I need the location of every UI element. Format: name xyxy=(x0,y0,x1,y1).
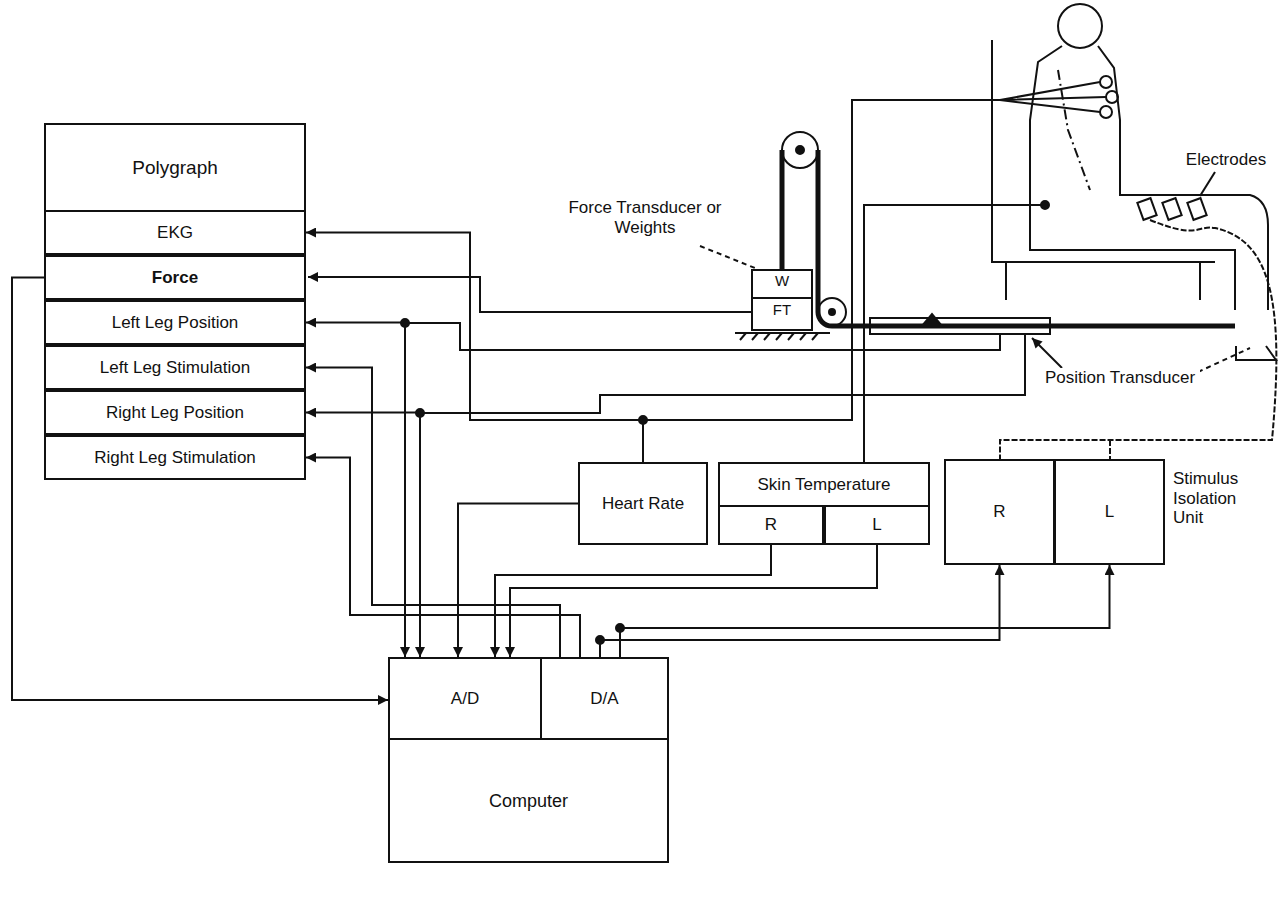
channel-box: R xyxy=(718,505,824,545)
channel-row: Left Leg Position xyxy=(44,300,306,345)
weight-label: W xyxy=(753,272,811,289)
force-leader xyxy=(700,246,755,268)
process-box: R L Skin Temperature xyxy=(718,462,930,545)
polygraph-box: EKG ForceLeft Leg PositionLeft Leg Stimul… xyxy=(44,123,306,480)
person-head xyxy=(1058,4,1102,48)
node-text: Polygraph xyxy=(132,157,218,179)
text-area: Polygraph xyxy=(46,125,304,210)
node-text: D/A xyxy=(590,689,618,709)
ekg-wire xyxy=(643,82,1106,420)
node-text: Right Leg Position xyxy=(106,403,244,423)
leg-electrode xyxy=(1137,198,1156,220)
node-text: L xyxy=(1105,502,1114,522)
transducer-leader xyxy=(1198,348,1250,372)
node-text: Heart Rate xyxy=(602,494,684,514)
stimulus-cable xyxy=(1000,220,1276,459)
person-body xyxy=(1030,46,1268,310)
computer-box: A/D D/A Computer xyxy=(388,657,669,863)
chair xyxy=(992,40,1215,300)
node-text: R xyxy=(765,515,777,535)
signal-wire xyxy=(306,323,405,658)
weight-divider xyxy=(752,297,812,299)
signal-wire xyxy=(306,413,420,658)
weight-box xyxy=(752,270,812,330)
text-area: Heart Rate xyxy=(580,464,706,543)
signal-wire xyxy=(306,458,580,658)
cable xyxy=(782,150,1235,326)
text-area: L xyxy=(1056,461,1163,563)
node-text: Left Leg Stimulation xyxy=(100,358,250,378)
signal-wire xyxy=(306,368,560,658)
pulley-axle xyxy=(829,309,835,315)
node-text: L xyxy=(872,515,881,535)
text-area: Skin Temperature xyxy=(720,464,928,505)
channel-row: Force xyxy=(44,255,306,300)
text-area: A/D xyxy=(390,659,540,738)
text-area: R xyxy=(946,461,1053,563)
chest-electrode xyxy=(1100,76,1112,88)
chest-electrode xyxy=(1100,106,1112,118)
signal-wire xyxy=(306,233,643,463)
callout-label: Force Transducer or Weights xyxy=(560,198,730,237)
node-text: A/D xyxy=(451,689,479,709)
signal-wire xyxy=(12,278,388,701)
node-text: Right Leg Stimulation xyxy=(94,448,256,468)
stimulus-unit: RLStimulus Isolation Unit xyxy=(944,459,1165,565)
text-area: Right Leg Position xyxy=(46,392,304,433)
pulley xyxy=(782,132,818,168)
temperature-sensor xyxy=(1041,201,1049,209)
leg-electrode xyxy=(1187,198,1206,220)
transducer-leader xyxy=(1032,338,1062,368)
text-area: Computer xyxy=(390,742,667,861)
position-wire xyxy=(405,323,1000,350)
text-area: EKG xyxy=(46,212,304,253)
text-area: D/A xyxy=(542,659,667,738)
signal-wire xyxy=(620,565,1110,657)
node-text: Force xyxy=(152,268,198,288)
ground xyxy=(735,333,830,340)
node-text: Stimulus Isolation Unit xyxy=(1173,469,1265,528)
channel-row: EKG xyxy=(44,210,306,255)
channel-box: L xyxy=(1054,459,1165,565)
force-wire xyxy=(308,277,752,312)
node-text: R xyxy=(993,502,1005,522)
node-text: Left Leg Position xyxy=(112,313,239,333)
text-area: Left Leg Stimulation xyxy=(46,347,304,388)
process-box: Heart Rate xyxy=(578,462,708,545)
drawing-part xyxy=(308,4,1276,644)
node-text: Skin Temperature xyxy=(758,475,891,495)
text-area: R xyxy=(720,507,822,543)
channel-row: Left Leg Stimulation xyxy=(44,345,306,390)
position-transducer xyxy=(870,318,1050,334)
node-text: Computer xyxy=(489,791,568,812)
position-wire xyxy=(420,334,1025,413)
text-area: Stimulus Isolation Unit xyxy=(1169,469,1269,528)
channel-row: Right Leg Stimulation xyxy=(44,435,306,480)
callout-label: Position Transducer xyxy=(1040,368,1200,388)
converter-box: D/A xyxy=(540,657,669,740)
channel-row: Right Leg Position xyxy=(44,390,306,435)
electrode-leader xyxy=(1200,172,1215,196)
pulley-axle xyxy=(796,146,804,154)
node-text: EKG xyxy=(157,223,193,243)
chest-electrode xyxy=(1106,91,1118,103)
text-area: Left Leg Position xyxy=(46,302,304,343)
person-foot xyxy=(1236,346,1276,360)
transducer-slider xyxy=(922,314,942,326)
leg-electrode xyxy=(1162,198,1181,220)
signal-wire xyxy=(600,565,1000,657)
transducer-label: FT xyxy=(753,301,811,318)
callout-label: Electrodes xyxy=(1180,150,1272,170)
text-area: Right Leg Stimulation xyxy=(46,437,304,478)
text-area: Force xyxy=(46,257,304,298)
converter-box: A/D xyxy=(388,657,542,740)
channel-box: L xyxy=(824,505,930,545)
text-area: L xyxy=(826,507,928,543)
channel-box: R xyxy=(944,459,1055,565)
